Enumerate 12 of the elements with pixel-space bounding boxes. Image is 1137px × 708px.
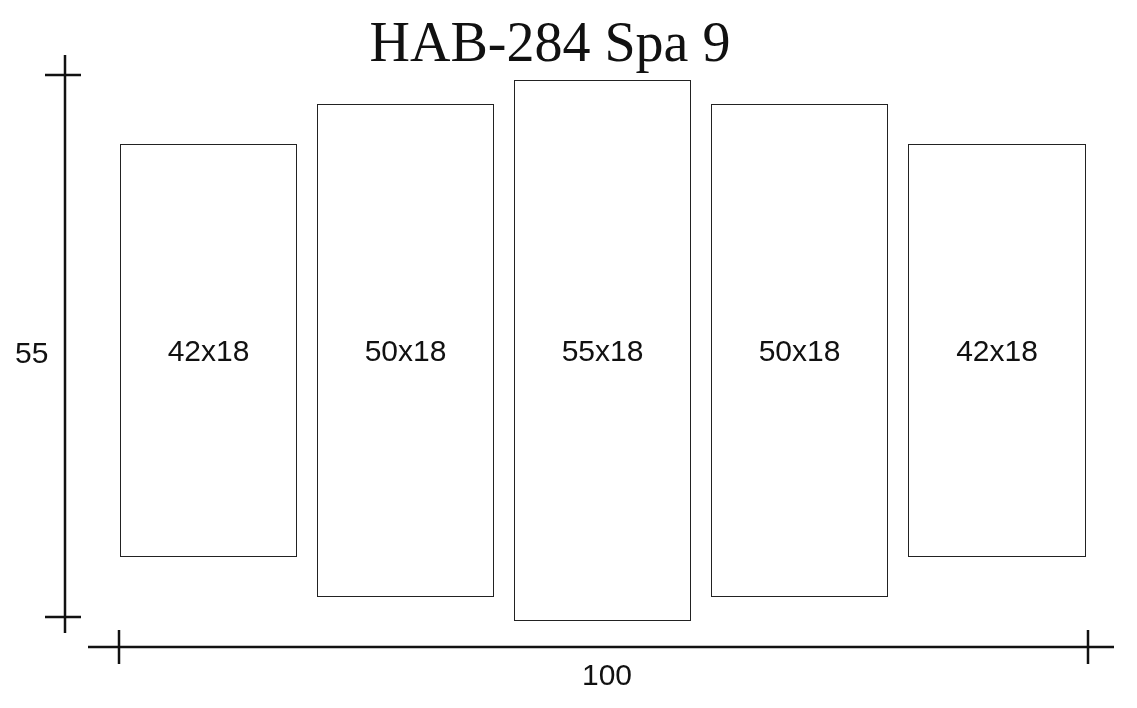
panel-size-label: 50x18	[364, 333, 447, 368]
panel-size-label: 42x18	[167, 333, 250, 368]
canvas-panel	[908, 144, 1086, 557]
canvas-panel	[514, 80, 691, 621]
panel-size-label: 50x18	[758, 333, 841, 368]
dimension-value: 55	[15, 338, 49, 368]
panel-size-label: 42x18	[956, 333, 1038, 368]
canvas-panel	[120, 144, 297, 557]
panel-size-label: 55x18	[561, 333, 644, 368]
canvas-panel	[317, 104, 494, 597]
canvas-panel	[711, 104, 888, 597]
dimension-value: 100	[582, 660, 633, 690]
